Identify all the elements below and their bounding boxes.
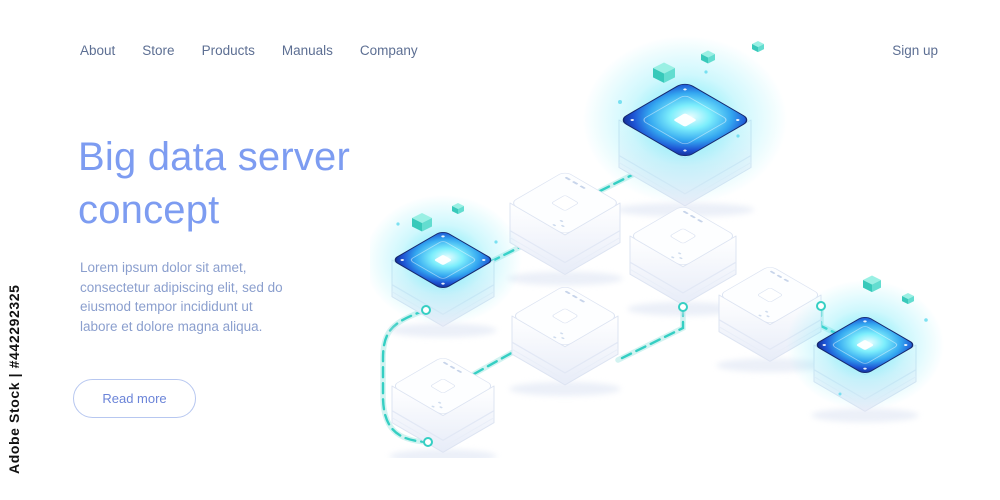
isometric-server-illustration — [370, 35, 944, 458]
nav-link-about[interactable]: About — [80, 43, 116, 58]
nav-link-company[interactable]: Company — [359, 43, 418, 58]
page-title: Big data server concept — [78, 135, 351, 232]
read-more-button[interactable]: Read more — [73, 379, 196, 418]
nav-link-manuals[interactable]: Manuals — [281, 43, 333, 58]
stock-watermark: Adobe Stock | #442292325 — [6, 284, 22, 474]
nav-link-store[interactable]: Store — [142, 43, 175, 58]
nav-link-products[interactable]: Products — [201, 43, 255, 58]
hero-paragraph: Lorem ipsum dolor sit amet, consectetur … — [80, 260, 283, 334]
sign-up-link[interactable]: Sign up — [892, 43, 938, 58]
main-nav: About Store Products Manuals Company — [80, 43, 418, 58]
